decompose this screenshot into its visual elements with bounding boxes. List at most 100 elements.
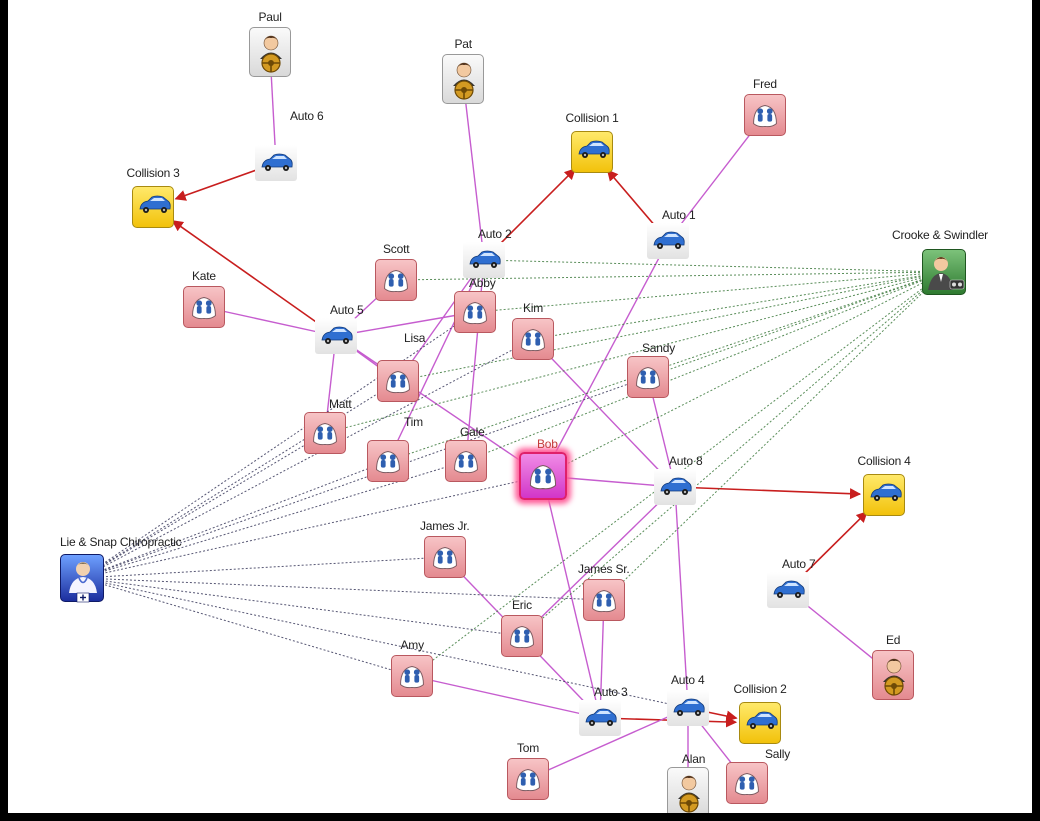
- edge-auto5-bob[interactable]: [335, 335, 544, 477]
- edge-lie-amy[interactable]: [81, 577, 413, 677]
- node-label: Auto 7: [782, 557, 816, 571]
- edge-bob-auto3[interactable]: [542, 475, 601, 719]
- edge-crooke-jamessr[interactable]: [603, 271, 945, 601]
- edge-crooke-scott[interactable]: [395, 271, 945, 281]
- edge-crooke-eric[interactable]: [521, 271, 945, 637]
- link-analysis-canvas[interactable]: Paul Pat Fred Auto 6 Collision 1 Collisi…: [8, 0, 1032, 813]
- node-label: Gale: [460, 425, 485, 439]
- node-label: Auto 3: [594, 685, 628, 699]
- collision-icon[interactable]: [739, 702, 781, 744]
- edge-auto8-collision4[interactable]: [674, 486, 862, 500]
- edge-fred-auto1[interactable]: [667, 114, 766, 242]
- edge-auto5-collision3[interactable]: [171, 220, 337, 337]
- node-label: Tim: [404, 415, 423, 429]
- node-label: Lisa: [404, 331, 426, 345]
- person-icon[interactable]: [519, 452, 567, 500]
- driver-icon[interactable]: [442, 54, 484, 104]
- node-label: Alan: [682, 752, 706, 766]
- collision-icon[interactable]: [571, 131, 613, 173]
- node-label: Collision 3: [126, 166, 180, 180]
- auto-icon[interactable]: [647, 223, 689, 259]
- edge-tom-auto4[interactable]: [527, 707, 689, 780]
- edge-crooke-gale[interactable]: [465, 271, 945, 462]
- node-label: Abby: [469, 276, 496, 290]
- edge-lie-auto4[interactable]: [81, 577, 689, 709]
- person-icon[interactable]: [304, 412, 346, 454]
- person-icon[interactable]: [744, 94, 786, 136]
- node-label: Auto 6: [290, 109, 324, 123]
- edge-kate-auto5[interactable]: [203, 306, 337, 337]
- node-label: Scott: [383, 242, 410, 256]
- node-label: Sandy: [642, 341, 676, 355]
- person-icon[interactable]: [183, 286, 225, 328]
- person-icon[interactable]: [507, 758, 549, 800]
- driver-icon[interactable]: [249, 27, 291, 77]
- auto-icon[interactable]: [463, 242, 505, 278]
- edge-lie-bob[interactable]: [81, 475, 544, 579]
- edge-kim-auto8[interactable]: [532, 338, 676, 488]
- auto-icon[interactable]: [654, 469, 696, 505]
- person-icon[interactable]: [512, 318, 554, 360]
- person-icon[interactable]: [627, 356, 669, 398]
- node-label: Kim: [523, 301, 544, 315]
- edge-lie-matt[interactable]: [81, 432, 326, 579]
- driver-icon[interactable]: [872, 650, 914, 700]
- edge-crooke-lisa[interactable]: [397, 271, 945, 382]
- node-label: Pat: [454, 37, 473, 51]
- person-icon[interactable]: [726, 762, 768, 804]
- edge-crooke-abby[interactable]: [474, 271, 945, 313]
- edge-lie-jamessr[interactable]: [81, 577, 605, 601]
- collision-icon[interactable]: [132, 186, 174, 228]
- lawyer-icon[interactable]: [922, 249, 966, 295]
- edge-crooke-bob[interactable]: [542, 271, 945, 477]
- doctor-icon[interactable]: [60, 554, 104, 603]
- edge-crooke-auto2[interactable]: [483, 259, 945, 273]
- auto-icon[interactable]: [315, 318, 357, 354]
- auto-icon[interactable]: [767, 572, 809, 608]
- person-icon[interactable]: [391, 655, 433, 697]
- edge-auto5-abby[interactable]: [335, 311, 476, 337]
- edge-lie-eric[interactable]: [81, 577, 523, 637]
- node-label: Matt: [329, 397, 352, 411]
- edge-lie-sandy[interactable]: [81, 376, 649, 579]
- edge-auto1-bob[interactable]: [542, 240, 669, 477]
- edge-eric-auto8[interactable]: [521, 486, 676, 637]
- node-label: Auto 8: [669, 454, 703, 468]
- node-label: Ed: [886, 633, 901, 647]
- auto-icon[interactable]: [667, 690, 709, 726]
- edge-lie-jamesjr[interactable]: [81, 556, 446, 579]
- driver-icon[interactable]: [667, 767, 709, 813]
- edge-crooke-sandy[interactable]: [647, 271, 945, 378]
- person-icon[interactable]: [445, 440, 487, 482]
- edge-lie-tim[interactable]: [81, 460, 389, 579]
- person-icon[interactable]: [424, 536, 466, 578]
- auto-icon[interactable]: [579, 700, 621, 736]
- node-label: Auto 4: [671, 673, 705, 687]
- edge-auto8-auto4[interactable]: [674, 486, 689, 709]
- node-label: James Jr.: [420, 519, 470, 533]
- node-label: Fred: [753, 77, 777, 91]
- node-label: Auto 2: [478, 227, 512, 241]
- person-icon[interactable]: [377, 360, 419, 402]
- person-icon[interactable]: [375, 259, 417, 301]
- edge-amy-auto3[interactable]: [411, 675, 601, 719]
- node-label: Bob: [537, 437, 558, 451]
- edge-lie-abby[interactable]: [81, 311, 476, 579]
- node-label: Lie & Snap Chiropractic: [60, 535, 182, 549]
- node-label: James Sr.: [578, 562, 630, 576]
- collision-icon[interactable]: [863, 474, 905, 516]
- person-icon[interactable]: [583, 579, 625, 621]
- node-label: Auto 1: [662, 208, 696, 222]
- edge-pat-auto2[interactable]: [462, 78, 485, 261]
- node-label: Collision 1: [565, 111, 619, 125]
- edge-crooke-matt[interactable]: [324, 271, 945, 434]
- edge-lie-gale[interactable]: [81, 460, 467, 579]
- auto-icon[interactable]: [255, 145, 297, 181]
- person-icon[interactable]: [367, 440, 409, 482]
- person-icon[interactable]: [454, 291, 496, 333]
- edge-lie-kim[interactable]: [81, 338, 534, 579]
- node-label: Tom: [517, 741, 540, 755]
- edge-crooke-kim[interactable]: [532, 271, 945, 340]
- edge-crooke-amy[interactable]: [411, 271, 945, 677]
- person-icon[interactable]: [501, 615, 543, 657]
